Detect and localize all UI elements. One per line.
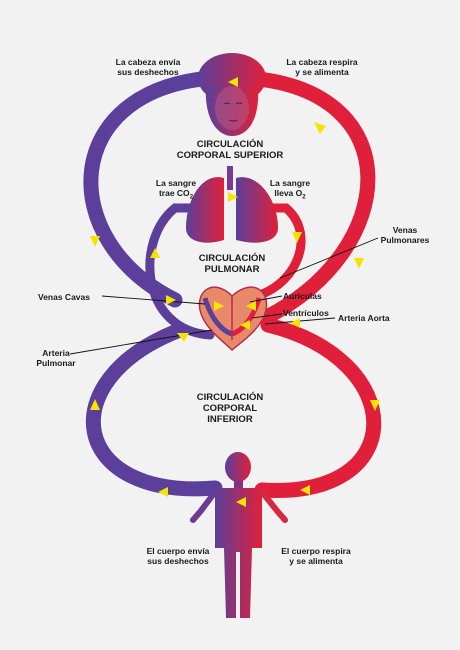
arrow-lower-left-up [90,399,100,410]
arrow-lower-right-down [370,400,380,411]
label-blood-carries-text: La sangre lleva O [269,178,311,198]
lower-arterial-vessel [254,317,382,498]
label-body-sends: El cuerpo envía sus deshechos [146,546,210,566]
flow-arrows [90,77,380,507]
lower-venous-vessel [86,322,223,497]
arrow-upper-right-down [354,258,364,269]
title-upper-circulation: CIRCULACIÓN CORPORAL SUPERIOR [176,139,284,161]
arrow-pulm-left-up [150,248,160,258]
label-blood-brings-co2: La sangre trae CO2 [148,178,204,203]
arrow-lower-left-bottom [158,487,168,497]
leader-auriculas [249,295,283,303]
leader-lines [69,237,379,355]
pulmonary-artery-vessel [145,203,215,340]
body-illustration [190,452,288,618]
title-pulmonary-circulation: CIRCULACIÓN PULMONAR [198,253,266,275]
label-venas-cavas: Venas Cavas [38,292,90,302]
upper-venous-vessel [83,70,220,308]
label-arteria-pulmonar: Arteria Pulmonar [36,348,76,368]
arrow-lungs-in [228,192,238,202]
label-blood-carries-o2: La sangre lleva O2 [262,178,318,203]
pulmonary-vein-vessel [243,203,306,303]
arrow-heart-c [240,320,250,330]
label-blood-brings-sub: 2 [189,194,194,201]
leader-ventriculos [251,313,283,319]
arrow-pulm-right-down [292,232,302,243]
arrow-upper-right [314,122,326,134]
label-arteria-aorta: Arteria Aorta [338,313,390,323]
head-illustration [198,53,266,136]
label-auriculas: Aurículas [283,291,322,301]
label-ventriculos: Ventrículos [283,308,329,318]
arrow-lower-right-bottom [300,485,310,495]
label-venas-pulmonares: Venas Pulmonares [380,225,430,245]
upper-arterial-vessel [240,70,376,326]
leader-venas-cavas [101,295,206,305]
leader-venas-pulmonares [279,237,379,279]
heart-illustration [198,286,268,352]
arrow-pulm-artery [177,333,189,342]
lungs-illustration [186,166,278,243]
label-body-breathes: El cuerpo respira y se alimenta [281,546,351,566]
arrow-aorta [290,318,300,328]
label-head-breathes: La cabeza respira y se alimenta [286,57,358,77]
arrow-body [236,497,246,507]
arrow-heart-a [214,301,224,311]
label-blood-carries-sub: 2 [302,194,306,201]
label-blood-brings-text: La sangre trae CO [155,178,197,198]
arrow-upper-left-down [90,236,100,247]
title-lower-circulation: CIRCULACIÓN CORPORAL INFERIOR [196,392,264,425]
arrow-heart-b [246,301,256,311]
arrow-venas-cavas [166,295,176,305]
arrow-head-in [228,77,238,87]
label-head-sends: La cabeza envía sus deshechos [115,57,181,77]
